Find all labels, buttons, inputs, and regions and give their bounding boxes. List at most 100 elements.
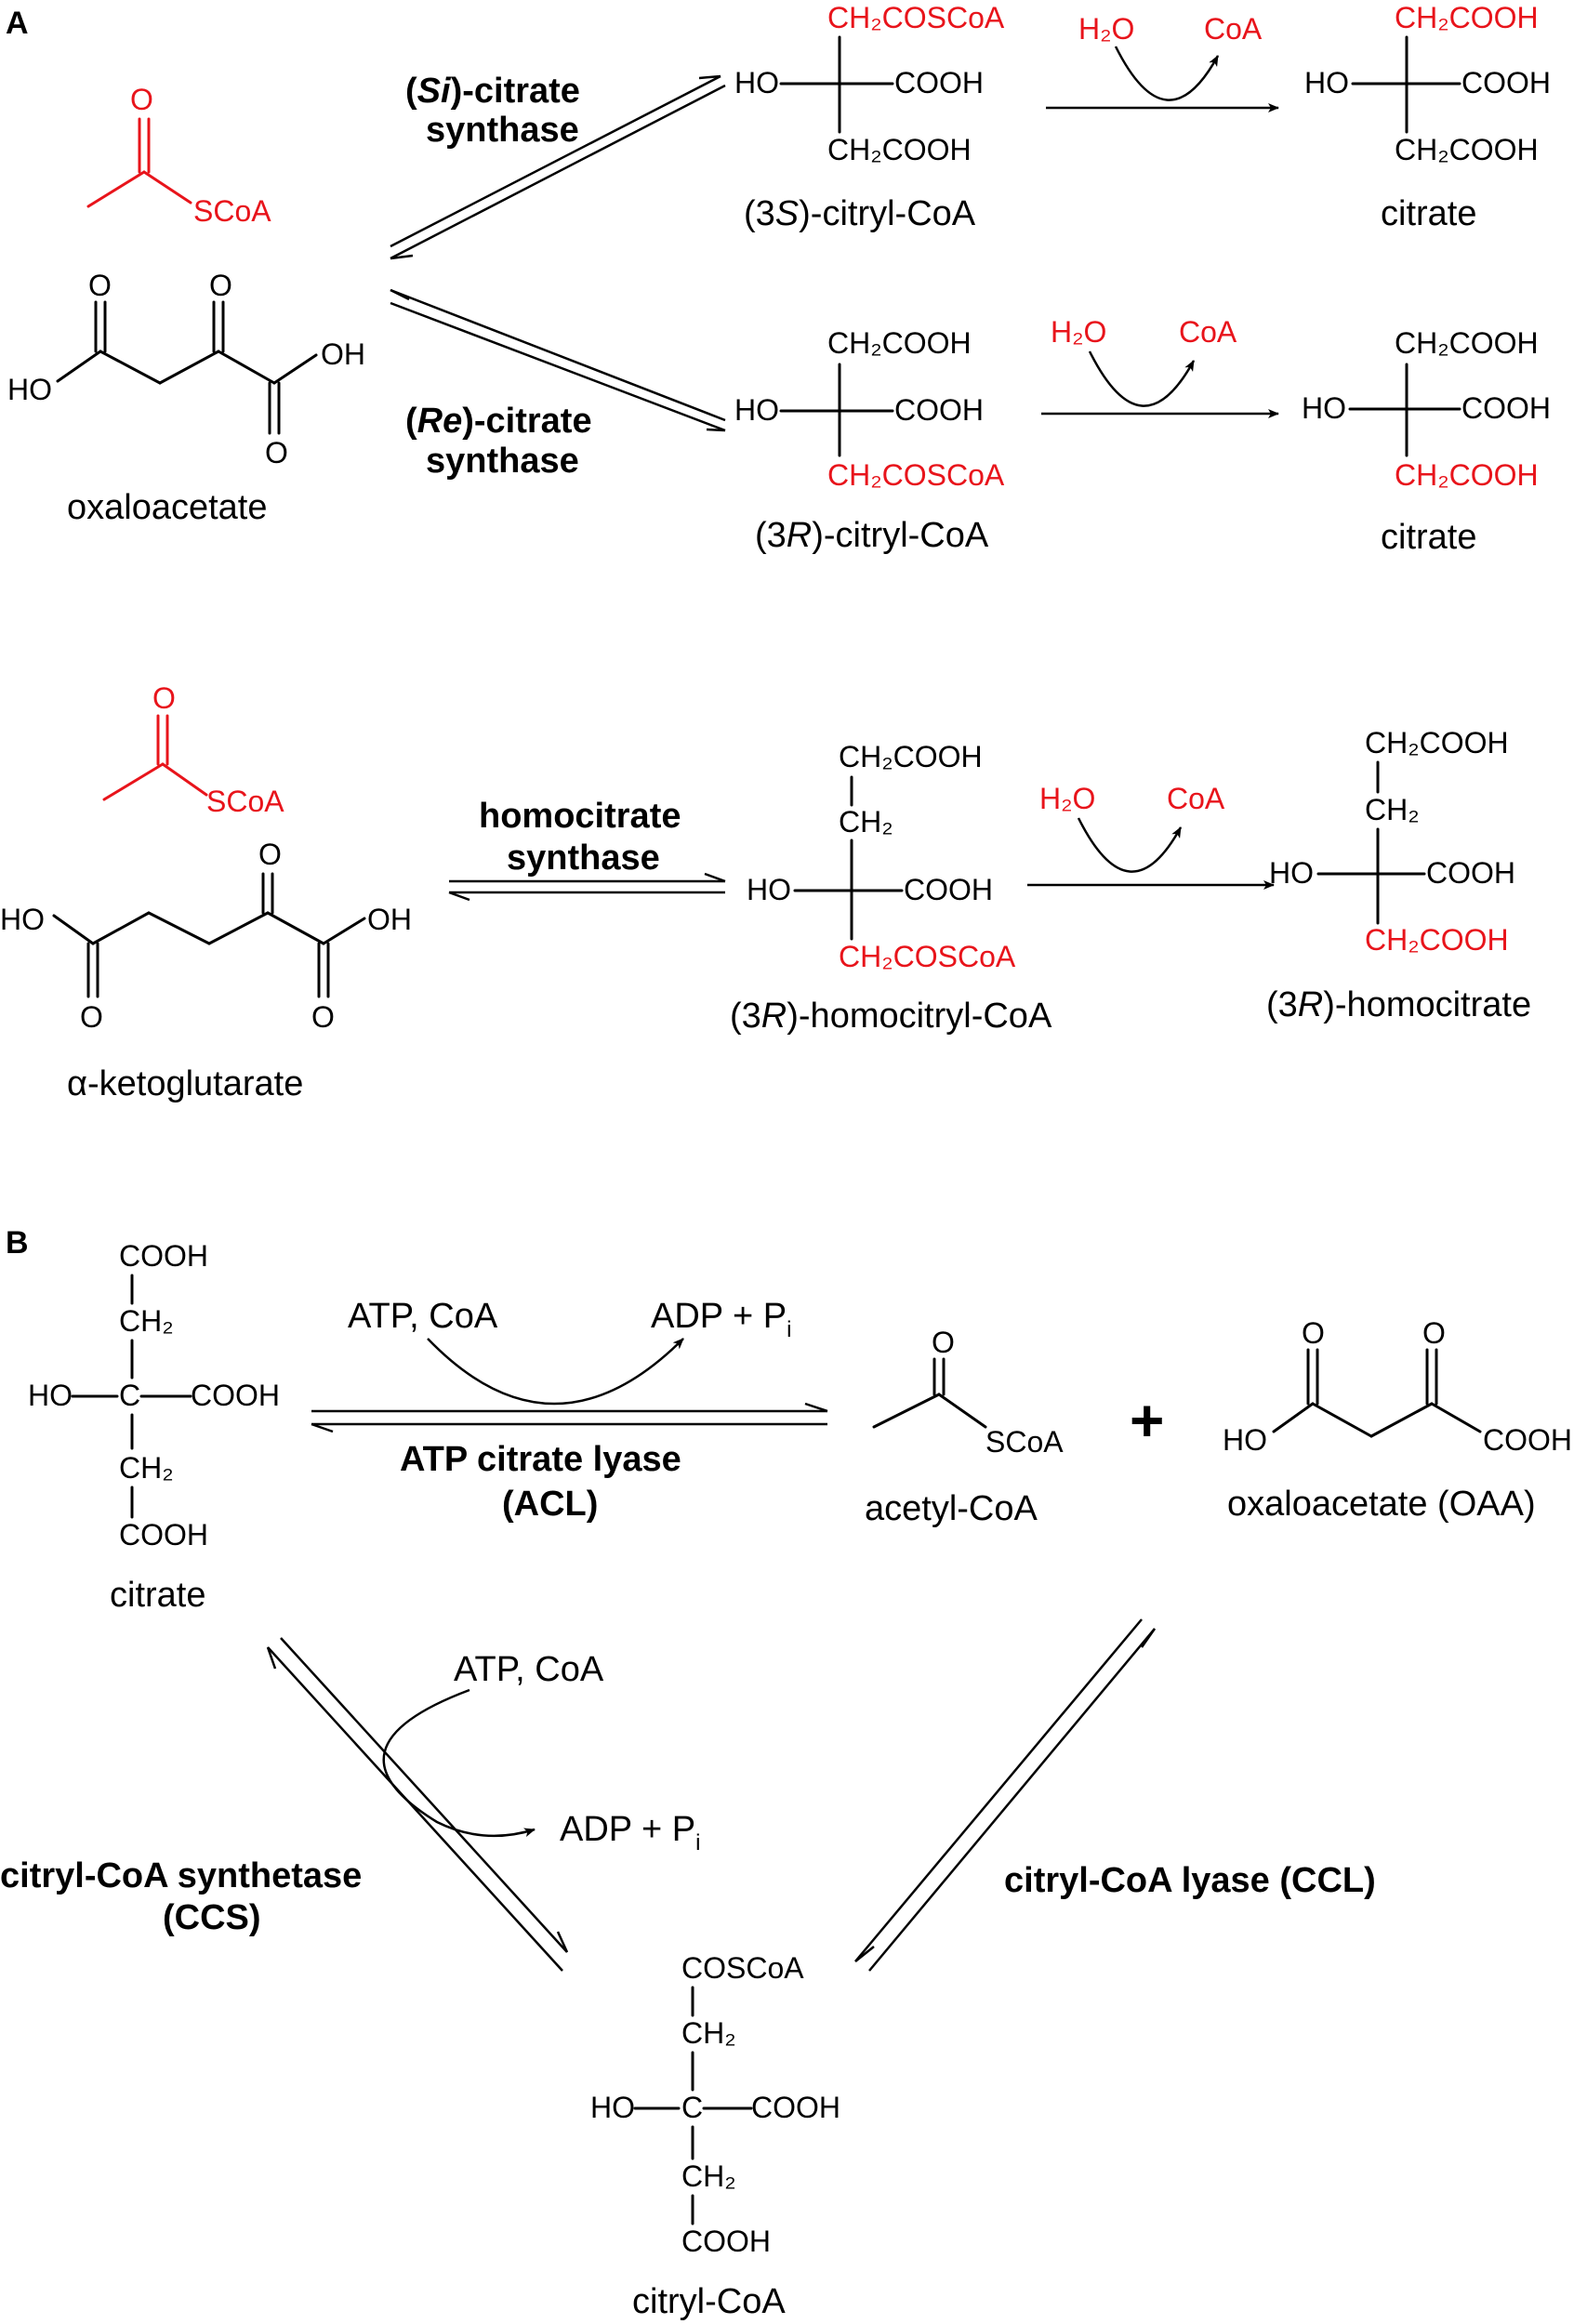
oxaloacetate-structure: O O O HO OH oxaloacetate bbox=[7, 269, 365, 527]
hydrolysis-arrow-2: H₂O CoA bbox=[1041, 315, 1279, 418]
svg-text:HO: HO bbox=[1302, 391, 1346, 425]
acl-label-line2: (ACL) bbox=[502, 1485, 598, 1524]
acetyl-coa-structure-a: O SCoA bbox=[86, 83, 271, 228]
svg-text:acetyl-CoA: acetyl-CoA bbox=[865, 1489, 1038, 1528]
svg-text:HO: HO bbox=[747, 873, 791, 906]
svg-text:(3R)-homocitrate: (3R)-homocitrate bbox=[1266, 985, 1531, 1024]
svg-text:(3S)-citryl-CoA: (3S)-citryl-CoA bbox=[744, 194, 976, 233]
svg-text:CoA: CoA bbox=[1179, 315, 1237, 349]
svg-text:α-ketoglutarate: α-ketoglutarate bbox=[67, 1064, 303, 1103]
svg-text:CH₂COOH: CH₂COOH bbox=[1395, 1, 1539, 34]
si-synthase-label: (Si)-citrate bbox=[405, 72, 580, 111]
svg-text:COSCoA: COSCoA bbox=[681, 1951, 804, 1985]
svg-text:citrate: citrate bbox=[110, 1576, 205, 1615]
hydrolysis-arrow-3: H₂O CoA bbox=[1027, 782, 1275, 890]
svg-text:O: O bbox=[130, 83, 153, 116]
re-synthase-label-line2: synthase bbox=[426, 442, 579, 481]
svg-text:O: O bbox=[152, 681, 176, 715]
svg-text:OH: OH bbox=[321, 337, 365, 371]
s-citryl-coa-structure: CH₂COSCoA HO COOH CH₂COOH (3S)-citryl-Co… bbox=[734, 1, 1005, 233]
svg-text:CH₂COOH: CH₂COOH bbox=[839, 740, 983, 773]
svg-text:O: O bbox=[311, 1000, 335, 1034]
svg-text:COOH: COOH bbox=[119, 1239, 208, 1273]
ccs-cofactors: ATP, CoA ADP + Pi bbox=[382, 1650, 700, 1855]
si-equilibrium-arrow bbox=[390, 74, 726, 260]
ccs-equilibrium-arrow bbox=[266, 1637, 569, 1972]
svg-text:COOH: COOH bbox=[1483, 1423, 1572, 1457]
svg-text:(3R)-citryl-CoA: (3R)-citryl-CoA bbox=[755, 516, 989, 555]
svg-text:COOH: COOH bbox=[894, 393, 984, 427]
panel-label-b: B bbox=[6, 1225, 29, 1261]
svg-text:HO: HO bbox=[590, 2091, 635, 2124]
svg-text:ATP, CoA: ATP, CoA bbox=[348, 1297, 498, 1336]
svg-text:O: O bbox=[1422, 1316, 1446, 1350]
svg-text:CH₂COSCoA: CH₂COSCoA bbox=[827, 1, 1005, 34]
svg-text:CoA: CoA bbox=[1167, 782, 1225, 815]
svg-text:CH₂: CH₂ bbox=[1365, 793, 1420, 826]
svg-text:COOH: COOH bbox=[1461, 391, 1551, 425]
homocitrate-synthase-label-line2: synthase bbox=[507, 838, 660, 878]
citrate-structure-b: COOH CH₂ HO C COOH CH₂ COOH citrate bbox=[28, 1239, 280, 1615]
r-homocitryl-coa-structure: CH₂COOH CH₂ HO COOH CH₂COSCoA (3R)-homoc… bbox=[730, 740, 1052, 1036]
svg-text:CH₂COOH: CH₂COOH bbox=[1395, 458, 1539, 492]
svg-text:SCoA: SCoA bbox=[193, 194, 271, 228]
hydrolysis-arrow-1: H₂O CoA bbox=[1046, 12, 1279, 112]
svg-text:COOH: COOH bbox=[1461, 66, 1551, 99]
svg-text:CH₂COOH: CH₂COOH bbox=[1395, 133, 1539, 166]
plus-sign: + bbox=[1130, 1387, 1164, 1454]
svg-text:O: O bbox=[265, 436, 288, 469]
svg-text:CH₂COOH: CH₂COOH bbox=[1365, 923, 1509, 957]
svg-text:(3R)-homocitryl-CoA: (3R)-homocitryl-CoA bbox=[730, 997, 1052, 1036]
ccs-label: citryl-CoA synthetase bbox=[0, 1856, 362, 1895]
svg-text:CH₂COSCoA: CH₂COSCoA bbox=[827, 458, 1005, 492]
svg-text:HO: HO bbox=[7, 373, 52, 406]
svg-text:H₂O: H₂O bbox=[1039, 782, 1095, 815]
svg-text:CH₂: CH₂ bbox=[119, 1304, 174, 1338]
svg-text:COOH: COOH bbox=[1426, 856, 1515, 890]
svg-text:O: O bbox=[258, 838, 282, 871]
ccl-label: citryl-CoA lyase (CCL) bbox=[1004, 1861, 1376, 1900]
re-synthase-label: (Re)-citrate bbox=[405, 402, 592, 441]
svg-text:COOH: COOH bbox=[904, 873, 993, 906]
svg-text:H₂O: H₂O bbox=[1051, 315, 1106, 349]
svg-text:C: C bbox=[681, 2091, 703, 2124]
svg-text:oxaloacetate: oxaloacetate bbox=[67, 488, 268, 527]
svg-text:C: C bbox=[119, 1379, 140, 1412]
citryl-coa-structure-b: COSCoA CH₂ HO C COOH CH₂ COOH citryl-CoA bbox=[590, 1951, 840, 2321]
acl-label: ATP citrate lyase bbox=[400, 1440, 681, 1479]
svg-text:SCoA: SCoA bbox=[985, 1425, 1064, 1459]
svg-text:citrate: citrate bbox=[1381, 194, 1476, 233]
acl-cofactors: ATP, CoA ADP + Pi bbox=[348, 1297, 791, 1406]
svg-text:CH₂COOH: CH₂COOH bbox=[827, 133, 972, 166]
svg-text:HO: HO bbox=[734, 66, 779, 99]
svg-text:CH₂: CH₂ bbox=[119, 1451, 174, 1485]
svg-text:O: O bbox=[80, 1000, 103, 1034]
svg-text:CH₂: CH₂ bbox=[839, 805, 893, 838]
alpha-ketoglutarate-structure: HO OH O O O α-ketoglutarate bbox=[0, 838, 412, 1103]
svg-text:O: O bbox=[932, 1326, 955, 1359]
svg-text:HO: HO bbox=[1223, 1423, 1267, 1457]
svg-text:O: O bbox=[88, 269, 112, 302]
homocitrate-equilibrium-arrow bbox=[448, 872, 726, 902]
si-synthase-label-line2: synthase bbox=[426, 111, 579, 150]
svg-text:ATP, CoA: ATP, CoA bbox=[454, 1650, 604, 1689]
svg-text:COOH: COOH bbox=[191, 1379, 280, 1412]
svg-text:COOH: COOH bbox=[751, 2091, 840, 2124]
oaa-structure-b: O O HO COOH oxaloacetate (OAA) bbox=[1223, 1316, 1572, 1524]
svg-text:HO: HO bbox=[734, 393, 779, 427]
svg-text:ADP + Pi: ADP + Pi bbox=[560, 1810, 700, 1855]
svg-text:CH₂COSCoA: CH₂COSCoA bbox=[839, 940, 1016, 973]
acetyl-coa-structure-homo: O SCoA bbox=[102, 681, 284, 818]
svg-text:citrate: citrate bbox=[1381, 518, 1476, 557]
svg-text:CH₂COOH: CH₂COOH bbox=[827, 326, 972, 360]
svg-text:COOH: COOH bbox=[681, 2225, 771, 2258]
ccs-label-line2: (CCS) bbox=[163, 1898, 261, 1937]
svg-text:CoA: CoA bbox=[1204, 12, 1263, 46]
svg-text:CH₂: CH₂ bbox=[681, 2159, 736, 2193]
svg-text:HO: HO bbox=[1304, 66, 1349, 99]
panel-label-a: A bbox=[6, 6, 29, 41]
r-homocitrate-structure: CH₂COOH CH₂ HO COOH CH₂COOH (3R)-homocit… bbox=[1266, 726, 1531, 1024]
svg-text:SCoA: SCoA bbox=[206, 785, 284, 818]
re-equilibrium-arrow bbox=[390, 288, 726, 432]
